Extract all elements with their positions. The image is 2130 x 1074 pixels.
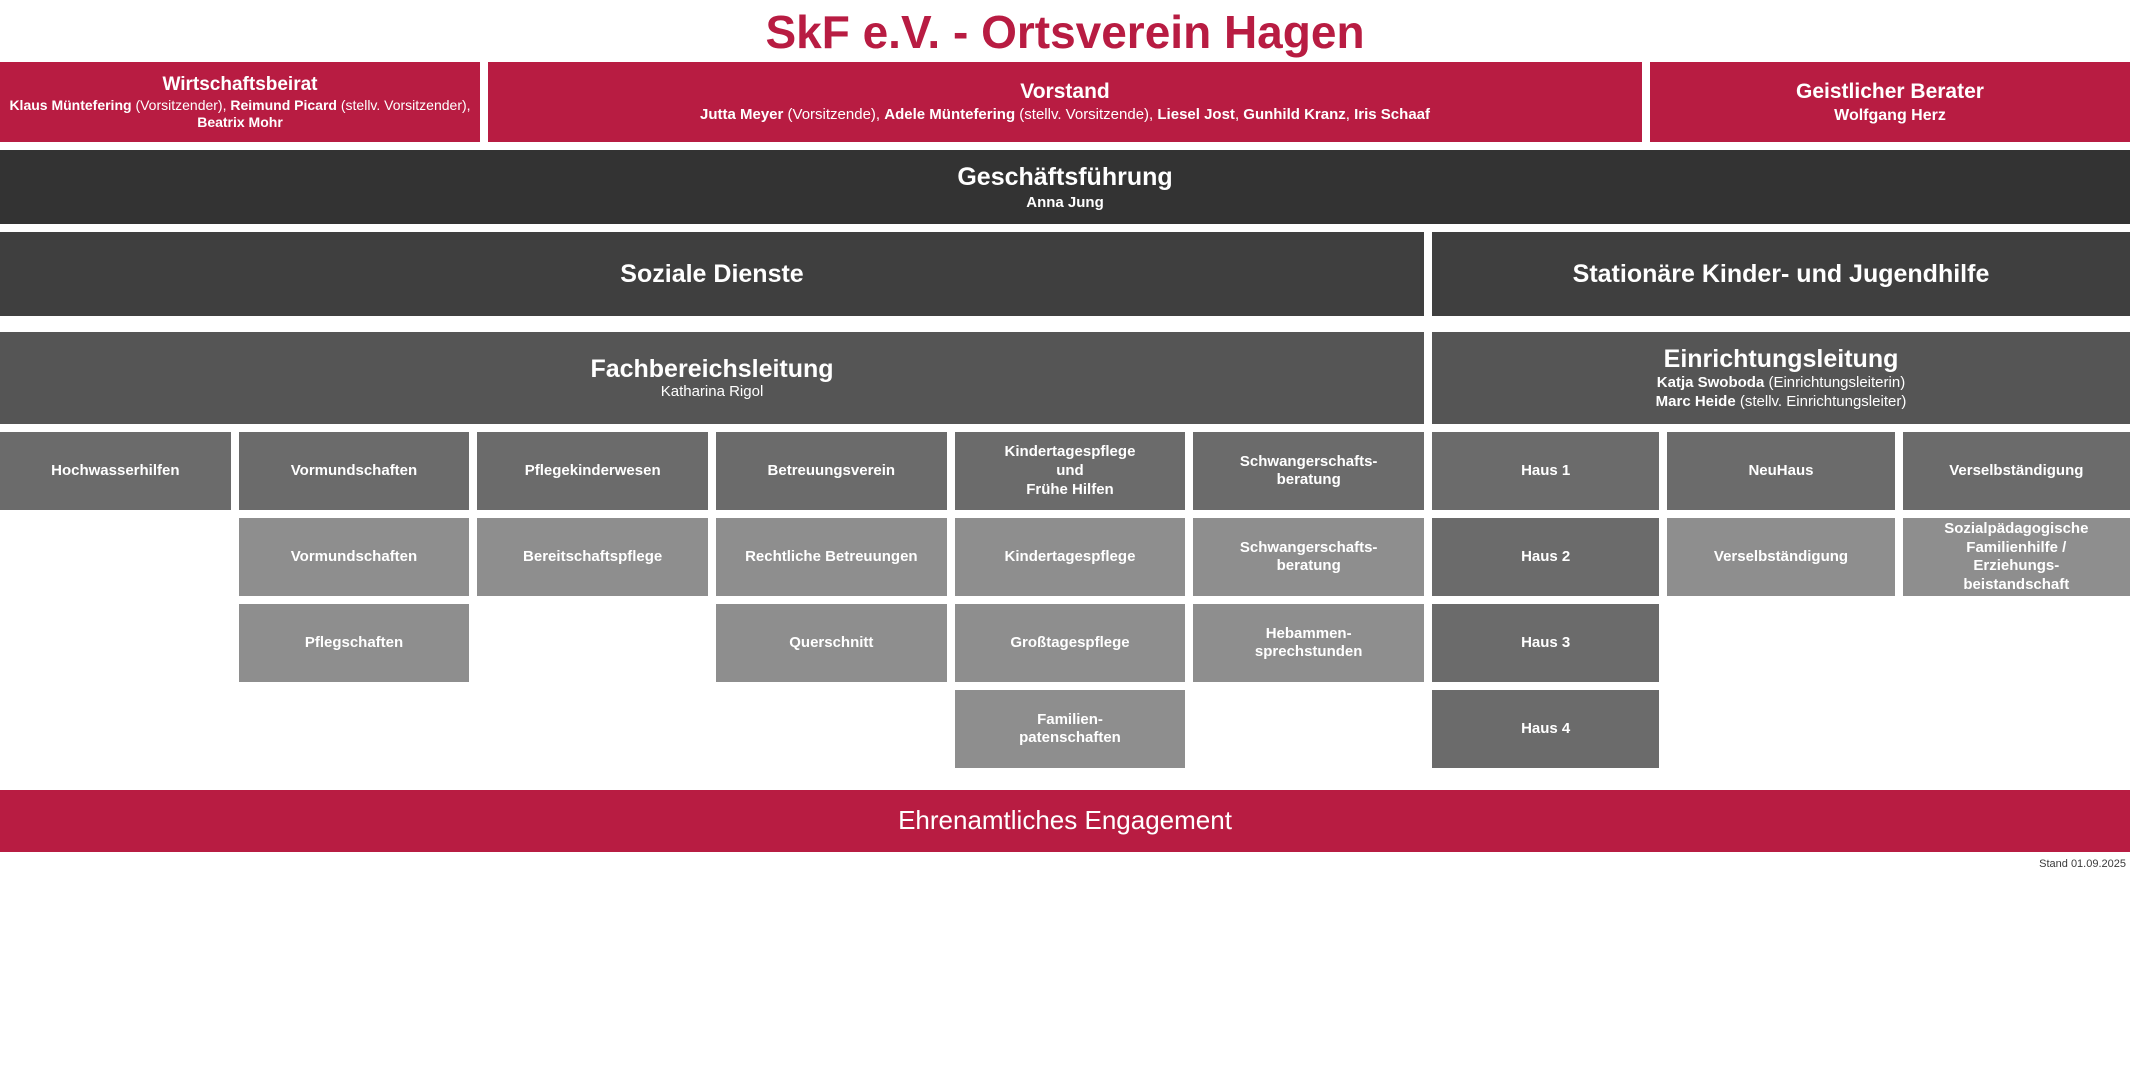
- fachbereichsleitung-people: Katharina Rigol: [660, 383, 764, 401]
- leadership-row: Fachbereichsleitung Katharina Rigol Einr…: [0, 324, 2130, 425]
- department-label: Haus 4: [1521, 719, 1571, 737]
- department-box[interactable]: Vormundschaften: [238, 432, 470, 511]
- division-title-row: Soziale Dienste Stationäre Kinder- und J…: [0, 232, 2130, 317]
- department-box[interactable]: Querschnitt: [716, 604, 947, 683]
- department-label: Bereitschaftspflege: [523, 547, 663, 565]
- department-label: NeuHaus: [1748, 461, 1814, 479]
- department-label: Hebammen-sprechstunden: [1254, 624, 1363, 661]
- wirtschaftsbeirat-members: Klaus Müntefering (Vorsitzender), Reimun…: [9, 97, 471, 131]
- grid-cell-empty: [716, 690, 947, 768]
- wirtschaftsbeirat-box: Wirtschaftsbeirat Klaus Müntefering (Vor…: [0, 62, 480, 143]
- department-box[interactable]: Betreuungsverein: [716, 432, 947, 511]
- department-label: Großtagespflege: [1010, 633, 1130, 651]
- grid-cell-empty: [239, 690, 470, 768]
- department-label: Hochwasserhilfen: [51, 461, 180, 479]
- grid-cell-empty: [0, 518, 231, 596]
- department-label: Schwangerschafts-beratung: [1239, 452, 1378, 489]
- department-box[interactable]: Vormundschaften: [238, 518, 470, 597]
- department-label: Kindertagespflege: [1004, 547, 1136, 565]
- department-box[interactable]: Familien-patenschaften: [954, 690, 1186, 769]
- geschaeftsfuehrung-title: Geschäftsführung: [957, 162, 1173, 191]
- department-box[interactable]: Haus 1: [1432, 432, 1660, 511]
- grid-cell-empty: [1903, 690, 2130, 768]
- department-box[interactable]: Hebammen-sprechstunden: [1193, 604, 1424, 683]
- department-box[interactable]: Großtagespflege: [954, 604, 1186, 683]
- department-box[interactable]: Rechtliche Betreuungen: [716, 518, 947, 597]
- department-box[interactable]: Haus 3: [1432, 604, 1660, 683]
- department-label: Vormundschaften: [290, 547, 418, 565]
- department-label: Pflegschaften: [304, 633, 404, 651]
- vorstand-members: Jutta Meyer (Vorsitzende), Adele Müntefe…: [700, 106, 1430, 124]
- vorstand-title: Vorstand: [1020, 80, 1110, 104]
- division-soziale-dienste-title: Soziale Dienste: [620, 259, 804, 288]
- department-box[interactable]: Pflegschaften: [238, 604, 470, 683]
- einrichtungsleitung-box: Einrichtungsleitung Katja Swoboda (Einri…: [1432, 332, 2130, 425]
- department-label: Haus 1: [1521, 461, 1571, 479]
- department-label: Rechtliche Betreuungen: [745, 547, 918, 565]
- department-label: Schwangerschafts-beratung: [1239, 538, 1378, 575]
- department-box[interactable]: NeuHaus: [1667, 432, 1895, 511]
- department-box[interactable]: Haus 4: [1432, 690, 1660, 769]
- vorstand-box: Vorstand Jutta Meyer (Vorsitzende), Adel…: [488, 62, 1642, 143]
- grid-cell-empty: [477, 690, 708, 768]
- department-box[interactable]: Hochwasserhilfen: [0, 432, 231, 511]
- governance-row: Wirtschaftsbeirat Klaus Müntefering (Vor…: [0, 62, 2130, 143]
- department-label: Sozialpädagogische Familienhilfe /Erzieh…: [1944, 519, 2089, 594]
- department-label: Pflegekinderwesen: [524, 461, 661, 479]
- stand-date: Stand 01.09.2025: [2039, 858, 2126, 871]
- geistlicher-berater-person: Wolfgang Herz: [1834, 106, 1946, 124]
- department-box[interactable]: Kindertagespflege: [954, 518, 1186, 597]
- fachbereichsleitung-title: Fachbereichsleitung: [590, 354, 834, 383]
- division-stationaere-kinder-jugendhilfe: Stationäre Kinder- und Jugendhilfe: [1432, 232, 2130, 317]
- department-label: Betreuungsverein: [767, 461, 896, 479]
- grid-cell-empty: [1193, 690, 1424, 768]
- department-label: Verselbständigung: [1949, 461, 2084, 479]
- fachbereichsleitung-box: Fachbereichsleitung Katharina Rigol: [0, 332, 1424, 425]
- department-label: Haus 2: [1521, 547, 1571, 565]
- department-label: Querschnitt: [789, 633, 874, 651]
- einrichtungsleitung-people: Katja Swoboda (Einrichtungsleiterin)Marc…: [1655, 373, 1907, 410]
- department-box[interactable]: Haus 2: [1432, 518, 1660, 597]
- division-soziale-dienste: Soziale Dienste: [0, 232, 1424, 317]
- grid-cell-empty: [0, 604, 231, 682]
- grid-cell-empty: [1667, 604, 1894, 682]
- department-box[interactable]: Pflegekinderwesen: [477, 432, 708, 511]
- ehrenamtliches-engagement-label: Ehrenamtliches Engagement: [898, 805, 1232, 836]
- grid-cell-empty: [477, 604, 708, 682]
- geschaeftsfuehrung-box: Geschäftsführung Anna Jung: [0, 150, 2130, 225]
- wirtschaftsbeirat-title: Wirtschaftsbeirat: [162, 73, 318, 95]
- department-label: Haus 3: [1521, 633, 1571, 651]
- department-label: Verselbständigung: [1713, 547, 1849, 565]
- department-box[interactable]: Verselbständigung: [1902, 432, 2130, 511]
- department-box[interactable]: Schwangerschafts-beratung: [1193, 518, 1424, 597]
- department-box[interactable]: Sozialpädagogische Familienhilfe /Erzieh…: [1902, 518, 2130, 597]
- grid-cell-empty: [1667, 690, 1894, 768]
- geschaeftsfuehrung-person: Anna Jung: [1026, 193, 1104, 211]
- department-box[interactable]: Verselbständigung: [1667, 518, 1895, 597]
- department-box[interactable]: Bereitschaftspflege: [477, 518, 708, 597]
- page-title: SkF e.V. - Ortsverein Hagen: [765, 6, 1365, 58]
- ehrenamtliches-engagement-bar: Ehrenamtliches Engagement: [0, 790, 2130, 853]
- grid-cell-empty: [0, 690, 231, 768]
- department-label: Vormundschaften: [290, 461, 418, 479]
- einrichtungsleitung-title: Einrichtungsleitung: [1663, 345, 1899, 374]
- department-label: Familien-patenschaften: [1019, 710, 1121, 747]
- department-box[interactable]: Schwangerschafts-beratung: [1193, 432, 1424, 511]
- geistlicher-berater-box: Geistlicher Berater Wolfgang Herz: [1650, 62, 2130, 143]
- grid-cell-empty: [1903, 604, 2130, 682]
- division-stationaere-title: Stationäre Kinder- und Jugendhilfe: [1572, 259, 1990, 288]
- geistlicher-berater-title: Geistlicher Berater: [1796, 79, 1984, 103]
